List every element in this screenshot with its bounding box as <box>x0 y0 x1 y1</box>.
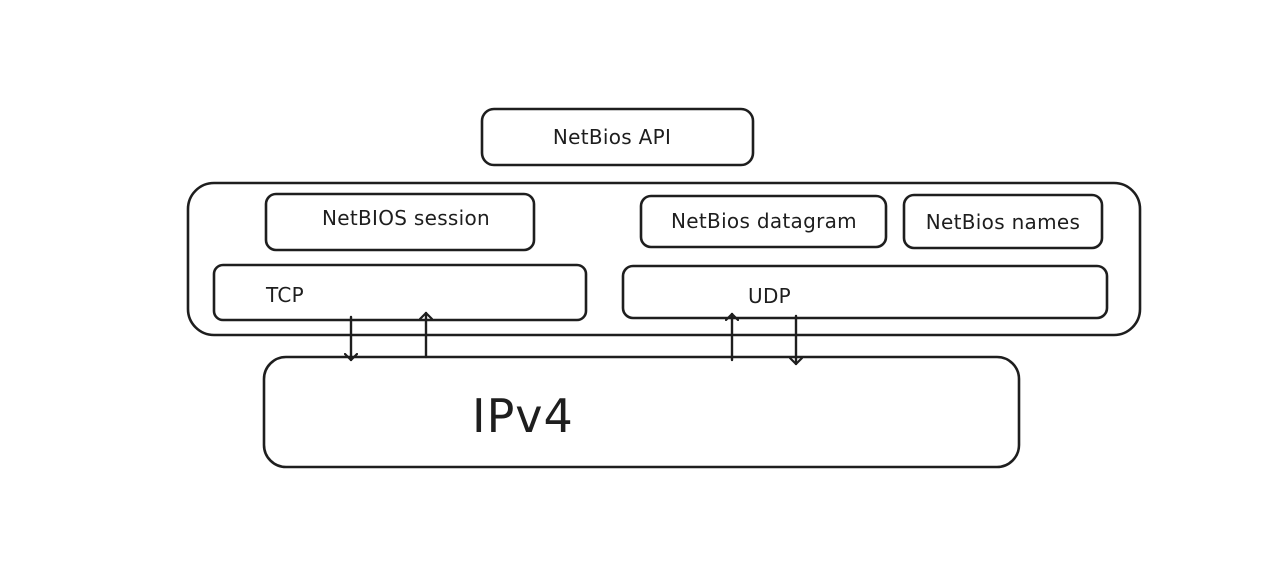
netbios-names-label: NetBios names <box>926 210 1080 234</box>
netbios-session-node: NetBIOS session <box>264 192 536 252</box>
ipv4-label: IPv4 <box>472 389 574 443</box>
netbios-api-node: NetBios API <box>480 107 755 167</box>
netbios-session-label: NetBIOS session <box>322 206 490 230</box>
tcp-label: TCP <box>265 283 304 307</box>
netbios-container <box>186 181 1142 337</box>
udp-label: UDP <box>748 284 791 308</box>
tcp-node: TCP <box>212 263 588 322</box>
udp-node: UDP <box>621 264 1109 320</box>
netbios-datagram-node: NetBios datagram <box>639 194 888 249</box>
ipv4-node: IPv4 <box>262 355 1021 469</box>
netbios-names-node: NetBios names <box>902 193 1104 250</box>
netbios-datagram-label: NetBios datagram <box>671 209 857 233</box>
edges <box>351 311 796 366</box>
netbios-api-label: NetBios API <box>553 125 671 149</box>
